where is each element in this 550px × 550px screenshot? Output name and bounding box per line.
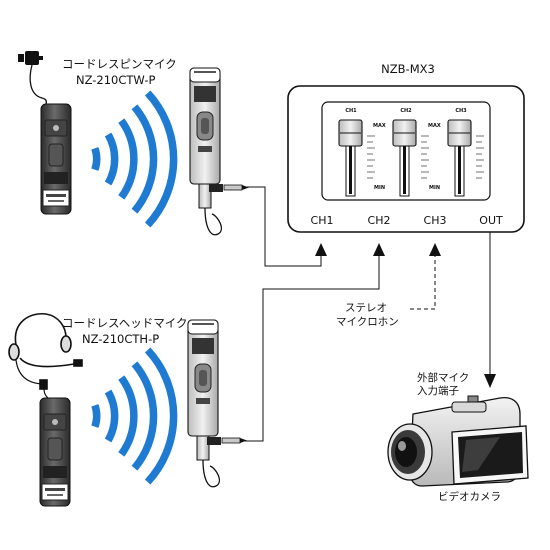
radio-waves-2 — [91, 347, 178, 485]
lavalier-set: コードレスピンマイク NZ-210CTW-P — [18, 51, 249, 236]
headset-set: コードレスヘッドマイク NZ-210CTH-P — [8, 313, 247, 507]
video-camera: 外部マイク 入力端子 ビデオカメラ — [387, 371, 529, 503]
port-label-ch3: CH3 — [424, 214, 447, 227]
transmitter-2 — [39, 397, 71, 507]
receiver-2 — [187, 319, 247, 488]
mixer-title: NZB-MX3 — [381, 62, 435, 76]
port-label-out: OUT — [479, 214, 503, 227]
stereo-mic-label: ステレオ マイクロホン — [336, 302, 399, 328]
transmitter-1 — [40, 103, 72, 215]
stereo-mic-line1: ステレオ — [345, 302, 387, 314]
headset-label-model: NZ-210CTH-P — [82, 332, 159, 346]
arrow-ch2 — [373, 243, 385, 256]
camera-input-line2: 入力端子 — [417, 384, 459, 397]
slider-label-ch1: CH1 — [345, 108, 357, 114]
cable-ch3 — [410, 252, 436, 310]
stereo-mic-line2: マイクロホン — [336, 316, 399, 328]
lavalier-mic-icon — [18, 51, 48, 105]
arrow-out — [484, 374, 496, 388]
scale-min-1: MIN — [374, 185, 385, 191]
camera-lens — [387, 423, 433, 481]
headset-label-name: コードレスヘッドマイク — [62, 316, 187, 330]
camera-input-line1: 外部マイク — [417, 371, 469, 384]
slider-label-ch2: CH2 — [400, 108, 412, 114]
camera-top-handle — [451, 401, 487, 413]
slider-label-ch3: CH3 — [455, 108, 467, 114]
arrow-ch1 — [315, 243, 327, 256]
connection-lines — [245, 186, 496, 442]
headset-mic-icon — [8, 313, 83, 399]
radio-waves-1 — [91, 90, 178, 228]
arrow-ch3 — [429, 243, 441, 256]
lavalier-label-name: コードレスピンマイク — [62, 57, 177, 71]
scale-max-2: MAX — [428, 123, 441, 129]
mixer-unit: NZB-MX3 CH1 MAX MIN CH2 MAX — [287, 62, 525, 233]
camera-flip-screen — [451, 425, 529, 485]
camera-mic-input-jack — [467, 395, 479, 403]
cable-ch1 — [247, 186, 322, 267]
port-label-ch2: CH2 — [368, 214, 391, 227]
port-label-ch1: CH1 — [311, 214, 334, 227]
mixer-channel-1: CH1 MAX MIN — [338, 108, 386, 197]
receiver-1 — [189, 67, 249, 236]
lavalier-label-model: NZ-210CTW-P — [76, 73, 155, 87]
scale-max-1: MAX — [373, 123, 386, 129]
cable-ch2 — [245, 252, 380, 442]
mixer-channel-3: CH3 — [447, 108, 484, 197]
mixer-channel-2: CH2 MAX MIN — [392, 108, 441, 197]
scale-min-2: MIN — [429, 185, 440, 191]
camera-label: ビデオカメラ — [438, 490, 501, 503]
